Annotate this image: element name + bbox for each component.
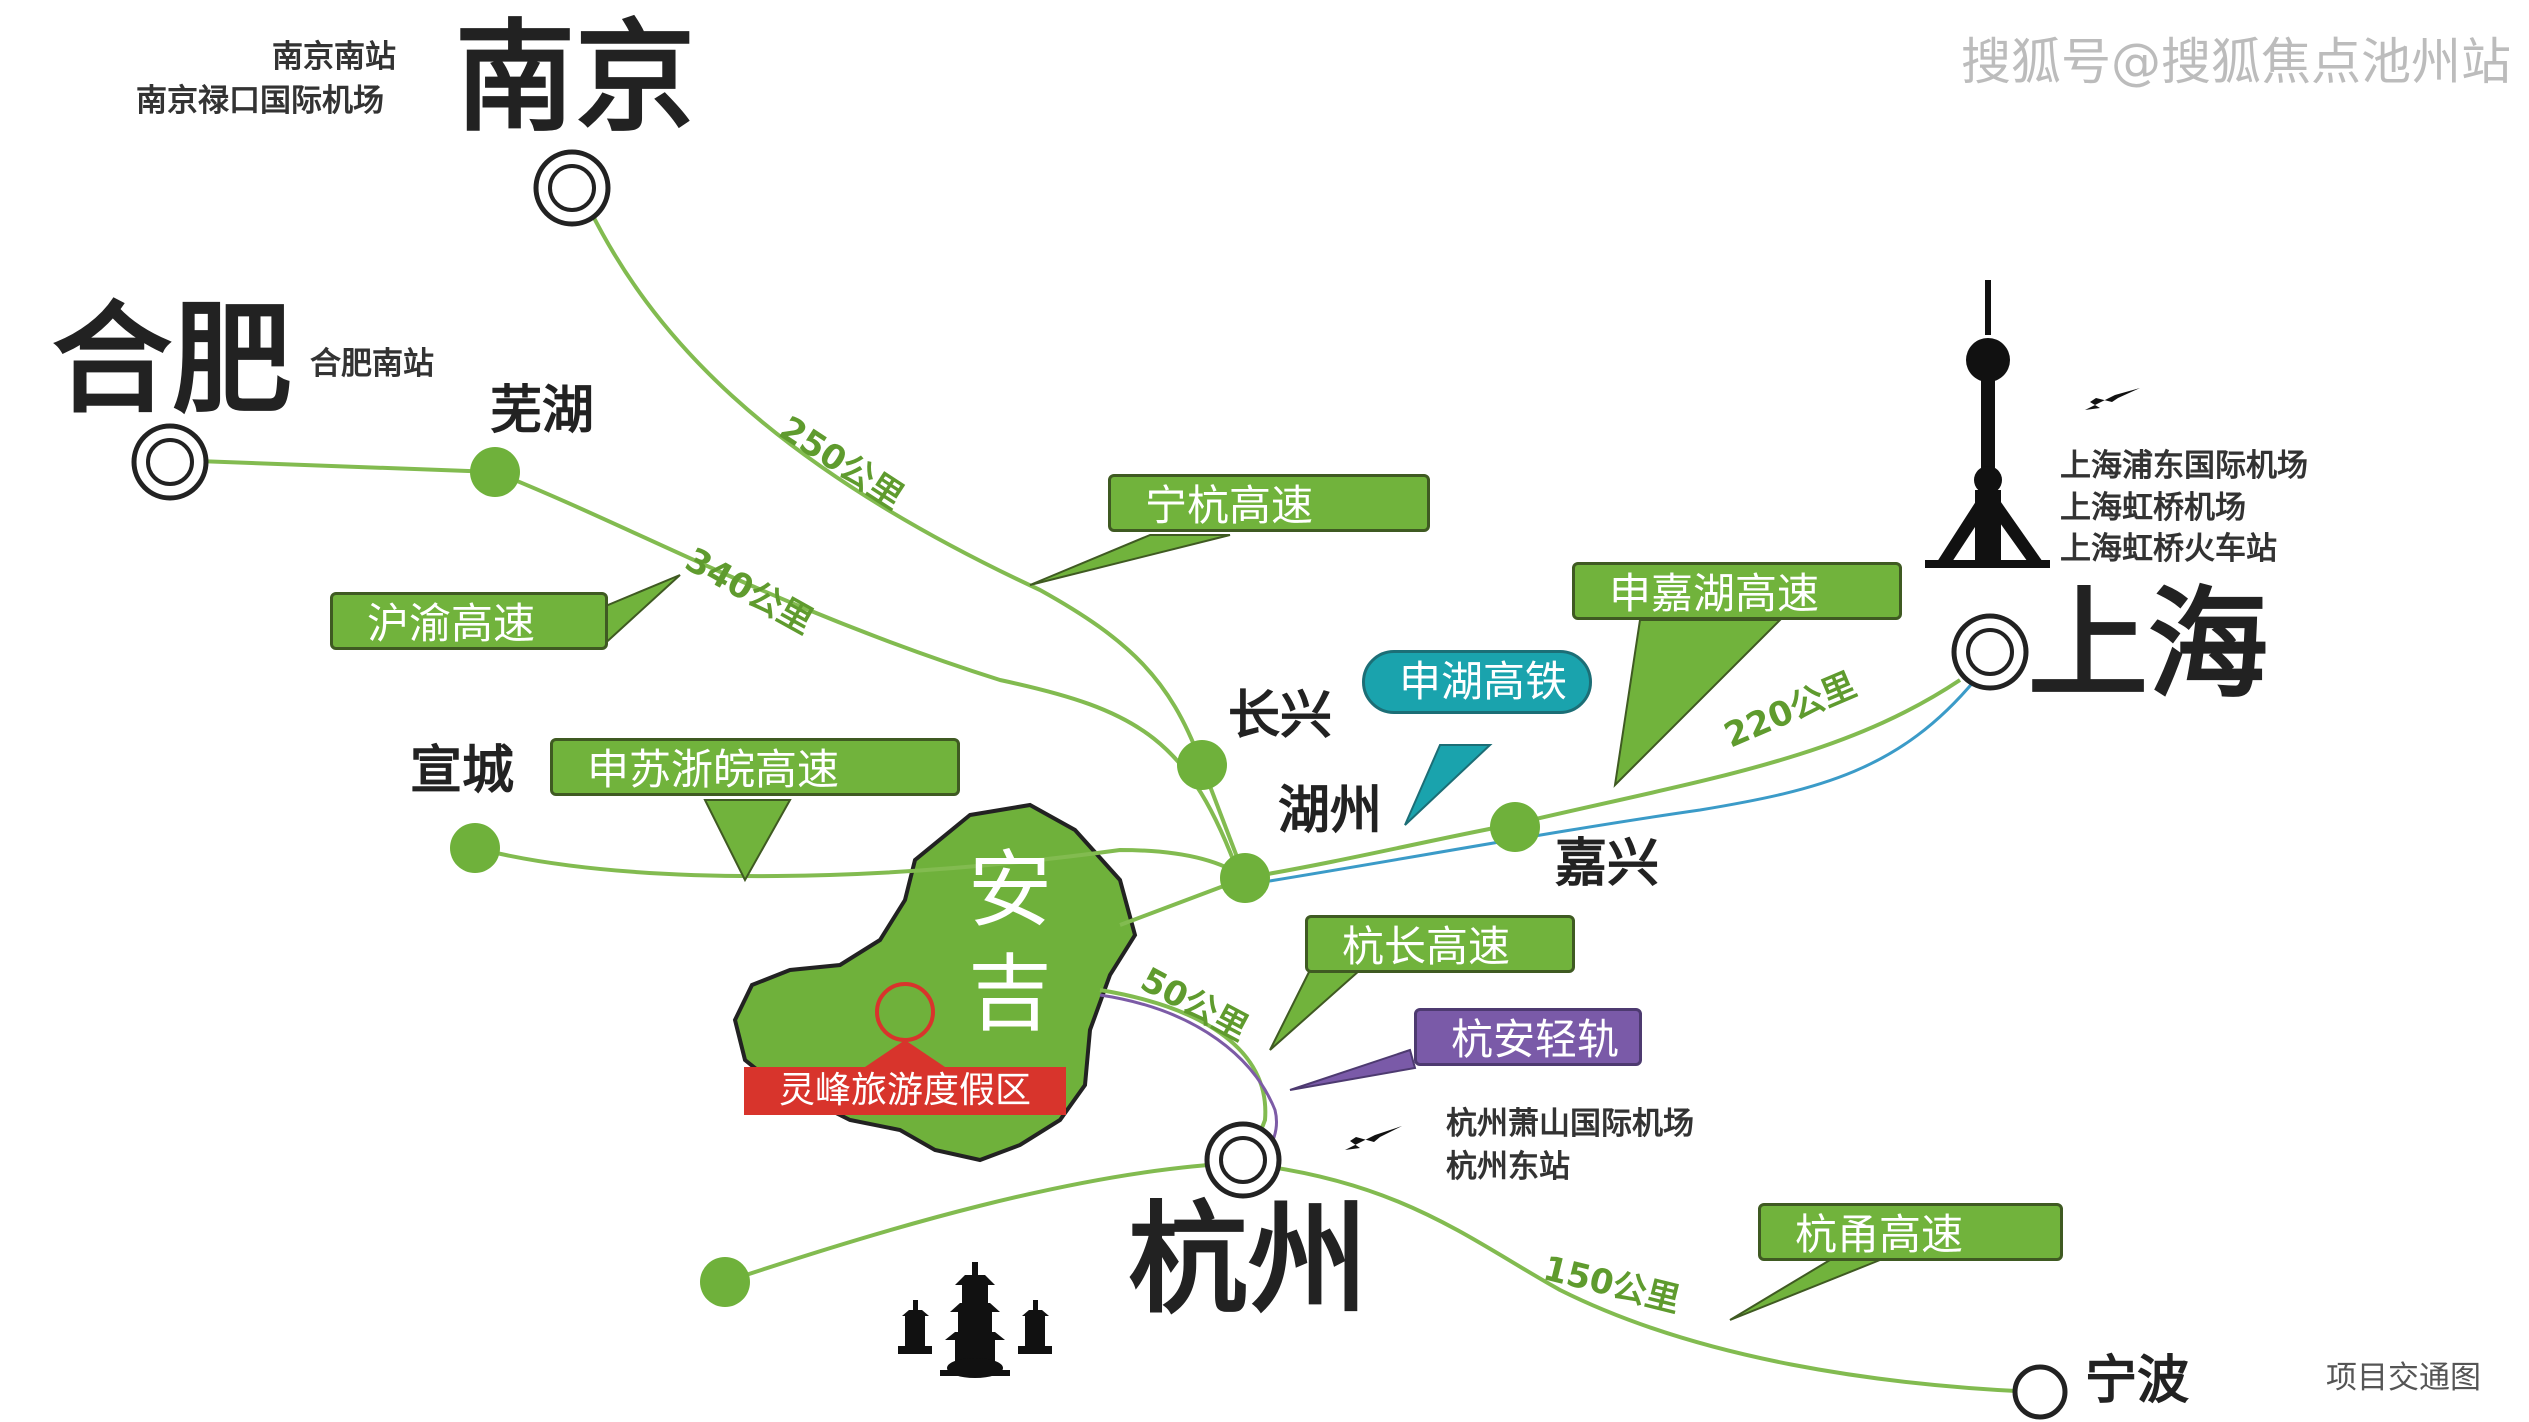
anji-label-bottom: 吉 <box>968 945 1053 1043</box>
route-huzhou-jiaxing <box>1244 823 1511 880</box>
pointer-hangyong <box>1729 1259 1881 1321</box>
city-label-nanjing: 南京 <box>455 7 695 148</box>
ring-ningbo <box>2012 1364 2068 1420</box>
airplane-icon-hangzhou <box>1345 1126 1402 1150</box>
dot-changxing <box>1177 740 1227 790</box>
city-label-huzhou: 湖州 <box>1278 780 1383 841</box>
city-label-jiaxing: 嘉兴 <box>1555 833 1660 894</box>
city-label-hefei: 合肥 <box>52 289 292 430</box>
note-nanjing-airport: 南京禄口国际机场 <box>136 83 384 119</box>
city-label-wuhu: 芜湖 <box>490 380 595 441</box>
highway-label-shenjiahu: 申嘉湖高速 <box>1572 562 1902 620</box>
map-caption: 项目交通图 <box>2326 1360 2481 1396</box>
ring-hefei <box>131 423 209 501</box>
rail-shenhu <box>1244 679 1977 887</box>
highway-label-hangyong: 杭甬高速 <box>1758 1203 2063 1261</box>
city-label-shanghai: 上海 <box>2028 574 2268 715</box>
note-hefei-south: 合肥南站 <box>310 346 434 382</box>
ring-shanghai <box>1951 613 2029 691</box>
resort-pointer <box>865 1040 945 1067</box>
note-shanghai-hongqiao-station: 上海虹桥火车站 <box>2060 531 2277 567</box>
highway-label-shensuzhewan: 申苏浙皖高速 <box>550 738 960 796</box>
note-shanghai-hongqiao-airport: 上海虹桥机场 <box>2060 490 2246 526</box>
city-label-hangzhou: 杭州 <box>1128 1189 1368 1330</box>
anji-label-top: 安 <box>968 841 1053 939</box>
route-wuhu <box>494 470 1242 879</box>
note-nanjing-south: 南京南站 <box>272 39 396 75</box>
route-jiaxing-shanghai <box>1509 678 1962 827</box>
dot-wuhu <box>470 447 520 497</box>
pagoda-icon <box>898 1262 1052 1378</box>
dot-xuancheng <box>450 823 500 873</box>
dot-huzhou <box>1220 853 1270 903</box>
route-xuancheng <box>474 846 1247 880</box>
highway-label-ninghang: 宁杭高速 <box>1108 474 1430 532</box>
route-nanjing <box>588 209 1202 761</box>
city-label-xuancheng: 宣城 <box>410 740 515 801</box>
pointer-shenhu <box>1404 744 1493 826</box>
pointer-shensuzhewan <box>703 799 792 883</box>
airplane-icon-shanghai <box>2085 388 2140 410</box>
pointer-ninghang <box>1029 534 1231 586</box>
watermark: 搜狐号@搜狐焦点池州站 <box>1961 33 2511 91</box>
city-label-ningbo: 宁波 <box>2085 1350 2190 1411</box>
note-shanghai-pudong: 上海浦东国际机场 <box>2060 448 2308 484</box>
highway-label-hangchang: 杭长高速 <box>1305 915 1575 973</box>
note-hangzhou-east: 杭州东站 <box>1446 1149 1570 1185</box>
pointer-hangan <box>1289 1048 1417 1091</box>
city-label-changxing: 长兴 <box>1228 685 1333 746</box>
pointer-shenjiahu <box>1613 619 1783 788</box>
ring-hangzhou <box>1204 1121 1282 1199</box>
ring-nanjing <box>533 149 611 227</box>
resort-label: 灵峰旅游度假区 <box>744 1067 1066 1115</box>
tower-icon <box>1925 280 2050 568</box>
route-hefei <box>169 458 496 474</box>
dot-jiaxing <box>1490 802 1540 852</box>
route-hangzhou-west <box>724 1161 1241 1284</box>
dot-west <box>700 1257 750 1307</box>
note-hangzhou-airport: 杭州萧山国际机场 <box>1446 1106 1694 1142</box>
rail-label-hangan: 杭安轻轨 <box>1414 1008 1642 1066</box>
highway-label-huyu: 沪渝高速 <box>330 592 608 650</box>
pointer-hangchang <box>1269 969 1363 1051</box>
rail-label-shenhu: 申湖高铁 <box>1362 650 1592 714</box>
route-hangzhou-ningbo <box>1239 1161 2036 1394</box>
